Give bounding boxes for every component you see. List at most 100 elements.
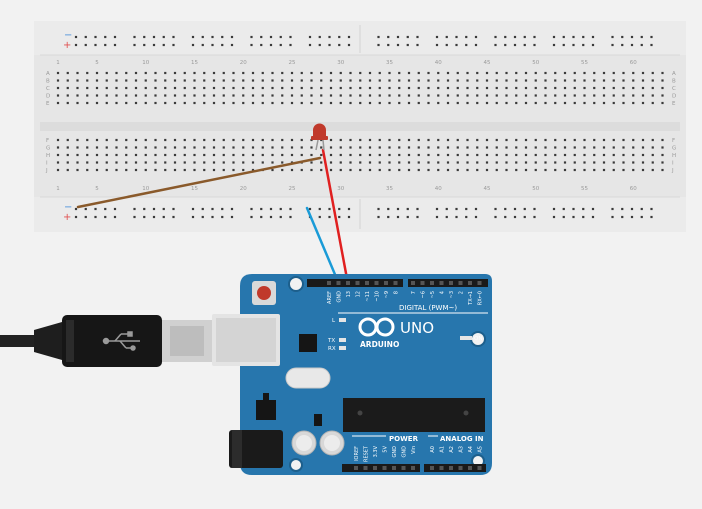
breadboard-hole[interactable] [437, 79, 440, 82]
breadboard-hole[interactable] [388, 86, 391, 90]
breadboard-holes[interactable] [56, 35, 664, 219]
breadboard-hole[interactable] [125, 86, 128, 90]
rail-hole[interactable] [591, 43, 595, 47]
rail-hole[interactable] [621, 35, 624, 39]
breadboard-hole[interactable] [368, 161, 372, 164]
breadboard-hole[interactable] [193, 161, 196, 164]
rail-hole[interactable] [504, 215, 507, 219]
rail-hole[interactable] [572, 35, 575, 39]
header-pin[interactable] [363, 466, 368, 470]
breadboard-hole[interactable] [144, 161, 147, 164]
breadboard-hole[interactable] [563, 168, 567, 172]
breadboard-hole[interactable] [144, 101, 147, 105]
breadboard-hole[interactable] [320, 101, 323, 105]
rail-hole[interactable] [230, 215, 234, 219]
breadboard-hole[interactable] [583, 79, 586, 82]
breadboard-hole[interactable] [534, 146, 537, 149]
breadboard-hole[interactable] [125, 79, 128, 82]
rail-hole[interactable] [318, 215, 321, 219]
rail-hole[interactable] [562, 207, 565, 211]
breadboard-hole[interactable] [66, 101, 69, 105]
breadboard-hole[interactable] [212, 94, 216, 97]
breadboard-hole[interactable] [86, 161, 89, 164]
breadboard-hole[interactable] [105, 79, 108, 82]
rail-hole[interactable] [582, 43, 585, 47]
breadboard-hole[interactable] [222, 161, 225, 164]
rail-hole[interactable] [591, 35, 595, 39]
breadboard-hole[interactable] [427, 71, 430, 75]
breadboard-hole[interactable] [417, 161, 420, 164]
header-pin[interactable] [374, 281, 379, 285]
breadboard-hole[interactable] [232, 79, 235, 82]
rail-hole[interactable] [143, 43, 146, 47]
breadboard-hole[interactable] [622, 146, 625, 149]
header-pin[interactable] [430, 466, 434, 470]
breadboard-hole[interactable] [105, 101, 108, 105]
rail-hole[interactable] [552, 35, 556, 39]
breadboard-hole[interactable] [632, 79, 635, 82]
breadboard-hole[interactable] [56, 86, 60, 90]
header-pin[interactable] [382, 466, 387, 470]
breadboard-hole[interactable] [544, 153, 547, 157]
breadboard-hole[interactable] [339, 71, 342, 75]
breadboard-hole[interactable] [76, 168, 79, 172]
rail-hole[interactable] [133, 207, 136, 211]
breadboard-hole[interactable] [134, 71, 138, 75]
breadboard-hole[interactable] [56, 79, 60, 82]
rail-hole[interactable] [143, 35, 146, 39]
breadboard-hole[interactable] [534, 71, 537, 75]
breadboard-hole[interactable] [154, 138, 157, 142]
breadboard-hole[interactable] [515, 71, 518, 75]
breadboard-hole[interactable] [212, 161, 216, 164]
rail-hole[interactable] [640, 215, 643, 219]
rail-hole[interactable] [396, 207, 400, 211]
breadboard-hole[interactable] [125, 153, 128, 157]
breadboard-hole[interactable] [398, 71, 401, 75]
breadboard-hole[interactable] [495, 161, 498, 164]
breadboard-hole[interactable] [212, 101, 216, 105]
breadboard-hole[interactable] [173, 138, 177, 142]
breadboard-hole[interactable] [232, 146, 235, 149]
breadboard-hole[interactable] [544, 101, 547, 105]
breadboard-hole[interactable] [271, 138, 274, 142]
breadboard-hole[interactable] [261, 161, 264, 164]
breadboard-hole[interactable] [515, 101, 518, 105]
breadboard-hole[interactable] [281, 153, 284, 157]
breadboard-hole[interactable] [310, 153, 313, 157]
breadboard-hole[interactable] [339, 138, 342, 142]
breadboard-hole[interactable] [641, 146, 645, 149]
rail-hole[interactable] [387, 215, 390, 219]
breadboard-hole[interactable] [407, 86, 411, 90]
breadboard-hole[interactable] [144, 71, 147, 75]
breadboard-hole[interactable] [612, 161, 615, 164]
breadboard-hole[interactable] [193, 146, 196, 149]
breadboard-hole[interactable] [329, 153, 333, 157]
breadboard-hole[interactable] [271, 86, 274, 90]
breadboard-hole[interactable] [485, 86, 489, 90]
breadboard-hole[interactable] [602, 168, 606, 172]
rail-hole[interactable] [347, 215, 351, 219]
breadboard-hole[interactable] [261, 101, 264, 105]
breadboard-hole[interactable] [310, 168, 313, 172]
breadboard-hole[interactable] [632, 168, 635, 172]
rail-hole[interactable] [504, 43, 507, 47]
breadboard-hole[interactable] [524, 79, 528, 82]
breadboard-hole[interactable] [359, 146, 362, 149]
breadboard-hole[interactable] [651, 153, 654, 157]
rail-hole[interactable] [328, 215, 331, 219]
header-pin[interactable] [439, 466, 444, 470]
breadboard-hole[interactable] [446, 161, 450, 164]
rail-hole[interactable] [269, 35, 273, 39]
breadboard-hole[interactable] [86, 153, 89, 157]
breadboard-hole[interactable] [485, 138, 489, 142]
breadboard-hole[interactable] [456, 168, 459, 172]
rail-hole[interactable] [172, 207, 175, 211]
breadboard-hole[interactable] [622, 79, 625, 82]
breadboard-hole[interactable] [515, 153, 518, 157]
breadboard-hole[interactable] [76, 153, 79, 157]
breadboard-hole[interactable] [125, 161, 128, 164]
breadboard-hole[interactable] [622, 161, 625, 164]
rail-hole[interactable] [104, 43, 107, 47]
breadboard-hole[interactable] [495, 71, 498, 75]
